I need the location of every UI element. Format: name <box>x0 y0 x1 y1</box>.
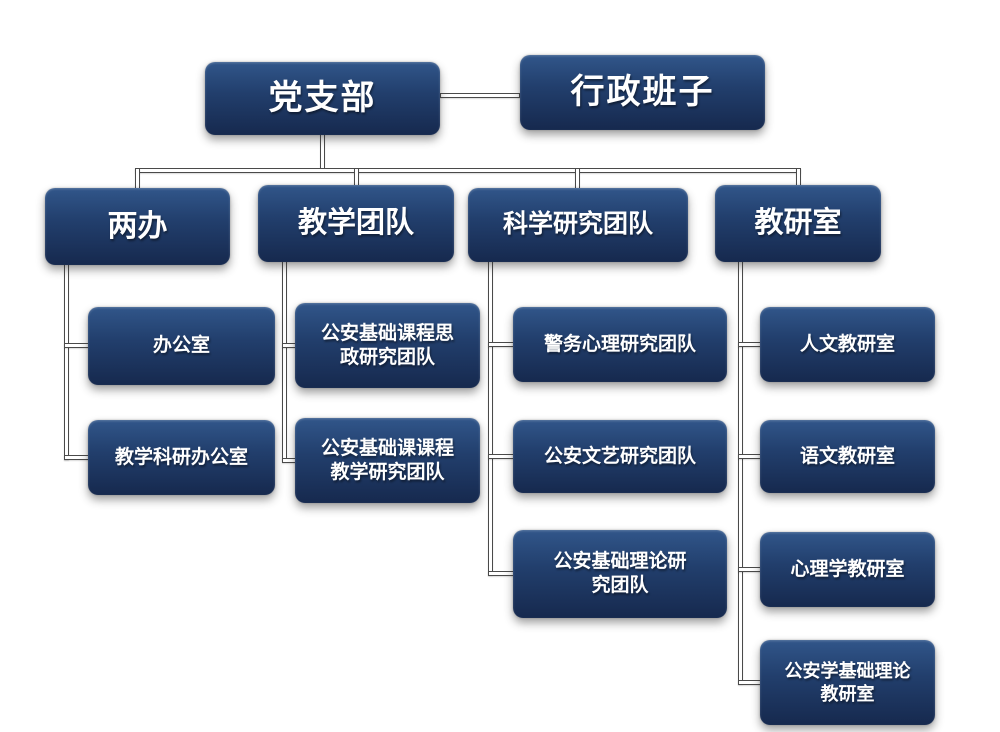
connector-spine <box>135 168 801 173</box>
node-office-label: 办公室 <box>152 335 210 357</box>
node-liangban: 两办 <box>45 188 230 265</box>
node-ideology-research-team: 公安基础课程思 政研究团队 <box>295 303 480 388</box>
node-office: 办公室 <box>88 307 275 385</box>
node-teaching-research-office-label: 教学科研办公室 <box>114 446 248 468</box>
node-curriculum-teaching-research-team-label: 公安基础课课程 教学研究团队 <box>320 437 454 483</box>
node-ideology-research-team-label: 公安基础课程思 政研究团队 <box>320 322 454 368</box>
node-chinese-office: 语文教研室 <box>760 420 935 493</box>
node-jiaoyanshi-label: 教研室 <box>754 207 842 240</box>
node-police-basic-theory-team: 公安基础理论研 究团队 <box>513 530 727 618</box>
node-teaching-team-label: 教学团队 <box>297 207 414 240</box>
connector-top-horizontal <box>440 93 520 98</box>
node-police-arts-team: 公安文艺研究团队 <box>513 420 727 493</box>
node-police-basic-theory-office: 公安学基础理论 教研室 <box>760 640 935 725</box>
node-psychology-office: 心理学教研室 <box>760 532 935 607</box>
node-teaching-team: 教学团队 <box>258 185 454 262</box>
connector-science-vertical <box>488 260 493 575</box>
node-party-branch: 党支部 <box>205 62 440 135</box>
node-liangban-label: 两办 <box>107 209 168 243</box>
node-humanities-office-label: 人文教研室 <box>799 333 895 355</box>
node-psychology-office-label: 心理学教研室 <box>790 558 905 580</box>
connector-liangban-vertical <box>64 262 69 460</box>
node-admin-team: 行政班子 <box>520 55 765 130</box>
node-curriculum-teaching-research-team: 公安基础课课程 教学研究团队 <box>295 418 480 503</box>
connector-jiaoyanshi-vertical <box>738 260 743 684</box>
node-admin-team-label: 行政班子 <box>570 73 715 112</box>
connector-drop-liangban <box>135 168 140 190</box>
node-police-arts-team-label: 公安文艺研究团队 <box>543 445 696 467</box>
node-police-psychology-team: 警务心理研究团队 <box>513 307 727 382</box>
connector-teaching-vertical <box>282 260 287 461</box>
connector-party-drop <box>320 133 325 170</box>
connector-drop-science-team <box>575 168 580 190</box>
node-police-basic-theory-office-label: 公安学基础理论 教研室 <box>784 661 911 704</box>
node-science-research-team: 科学研究团队 <box>468 188 688 262</box>
node-police-basic-theory-team-label: 公安基础理论研 究团队 <box>553 551 687 596</box>
node-humanities-office: 人文教研室 <box>760 307 935 382</box>
node-science-research-team-label: 科学研究团队 <box>502 210 653 239</box>
node-chinese-office-label: 语文教研室 <box>799 445 895 467</box>
node-police-psychology-team-label: 警务心理研究团队 <box>543 333 696 355</box>
node-teaching-research-office: 教学科研办公室 <box>88 420 275 495</box>
node-party-branch-label: 党支部 <box>268 79 377 118</box>
node-jiaoyanshi: 教研室 <box>715 185 881 262</box>
